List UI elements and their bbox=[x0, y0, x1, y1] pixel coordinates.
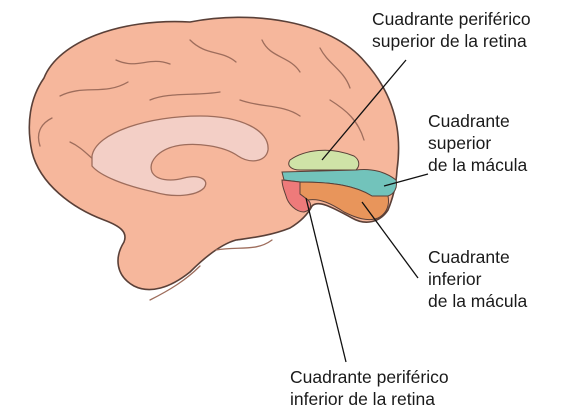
leader-lower-macula bbox=[361, 201, 419, 279]
region-lower-macula bbox=[299, 181, 389, 221]
label-line: Cuadrante bbox=[428, 247, 510, 267]
label-line: superior de la retina bbox=[372, 31, 527, 51]
label-line: de la mácula bbox=[428, 291, 528, 311]
label-upper-macula: Cuadrante superior de la mácula bbox=[428, 110, 527, 176]
label-lower-macula: Cuadrante inferior de la mácula bbox=[428, 246, 527, 312]
label-lower-peripheral-retina: Cuadrante periférico inferior de la reti… bbox=[290, 366, 449, 410]
leader-lines bbox=[305, 59, 429, 363]
region-lower-peripheral-retina bbox=[281, 179, 312, 213]
region-upper-peripheral-retina bbox=[288, 149, 360, 171]
leader-lower-peripheral bbox=[305, 197, 347, 363]
label-upper-peripheral-retina: Cuadrante periférico superior de la reti… bbox=[372, 8, 531, 52]
label-line: Cuadrante periférico bbox=[372, 9, 531, 29]
label-line: inferior bbox=[428, 269, 482, 289]
label-line: de la mácula bbox=[428, 155, 528, 175]
label-line: Cuadrante bbox=[428, 111, 510, 131]
sulci-lines bbox=[37, 39, 365, 301]
label-line: superior bbox=[428, 133, 492, 153]
label-line: Cuadrante periférico bbox=[290, 367, 449, 387]
corpus-callosum bbox=[91, 115, 269, 197]
leader-upper-peripheral bbox=[321, 59, 407, 161]
leader-upper-macula bbox=[383, 173, 429, 187]
label-line: inferior de la retina bbox=[290, 389, 435, 409]
